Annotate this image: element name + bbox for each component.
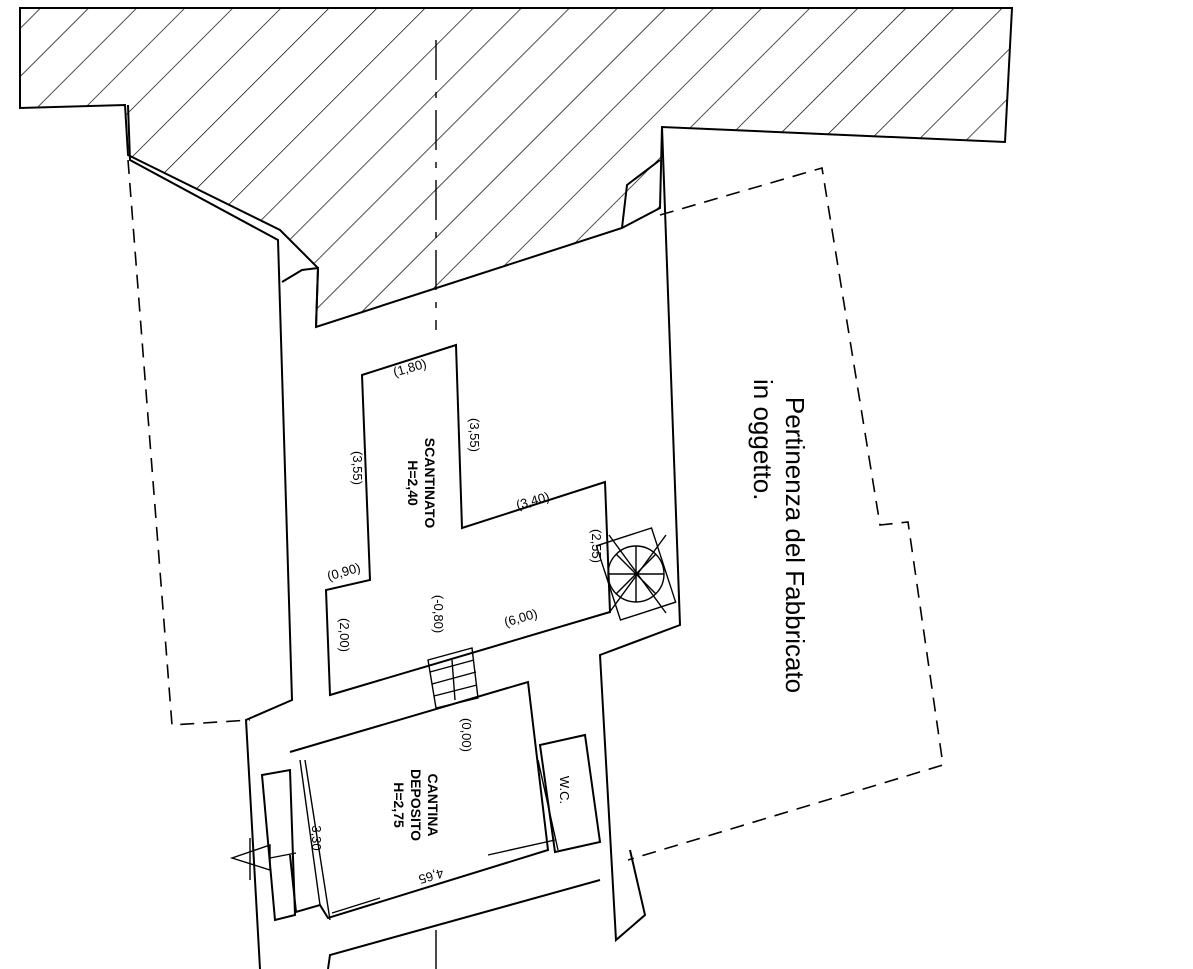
dim-top: (1,80) [391, 356, 428, 380]
straight-stair [427, 647, 479, 709]
hatched-adjacent-building [19, 7, 1014, 329]
dim-line-width [487, 839, 556, 856]
outer-wall-east [598, 126, 682, 943]
entrance-wall-left [260, 768, 297, 922]
dim-line-depth [304, 759, 331, 921]
cantina-inner-wall [299, 759, 321, 906]
scantinato-room-outline [324, 343, 612, 697]
inner-wall-northeast [621, 159, 661, 229]
appurtenance-line1: Pertinenza del Fabbricato [780, 397, 810, 693]
dim-left-step: (0,90) [325, 560, 362, 584]
dim-bottom: (6,00) [502, 606, 539, 630]
cantina-name: CANTINA [425, 774, 441, 837]
inner-wall-north [281, 266, 320, 328]
property-boundary-dashed [127, 159, 251, 726]
cantina-room-outline [289, 680, 550, 920]
dim-width-cantina: 4,65 [417, 866, 445, 887]
bottom-wall-fragment [327, 879, 601, 969]
dim-right-lower: (2,55) [589, 529, 604, 563]
section-marker [229, 838, 297, 880]
scantinato-height: H=2,40 [405, 460, 421, 506]
dim-step-top: (3,40) [514, 489, 551, 513]
dim-line-width-left [331, 897, 381, 914]
dim-level-scantinato: (-0,80) [431, 595, 446, 633]
wc-label: W.C. [557, 776, 572, 804]
outer-wall-west [127, 104, 294, 969]
dim-right-upper: (3,55) [467, 418, 482, 452]
dim-level-cantina: (0,00) [459, 718, 474, 752]
appurtenance-line2: in oggetto. [748, 379, 778, 500]
dim-left-lower: (2,00) [337, 618, 352, 652]
spiral-staircase [595, 527, 677, 621]
dim-left-upper: (3,55) [350, 451, 365, 485]
cantina-height: H=2,75 [391, 782, 407, 828]
appurtenance-boundary-dashed [627, 166, 944, 861]
scantinato-name: SCANTINATO [422, 438, 438, 529]
wc-door [537, 759, 559, 851]
cantina-use: DEPOSITO [408, 769, 424, 841]
dim-depth-cantina: 3,30 [309, 825, 324, 850]
